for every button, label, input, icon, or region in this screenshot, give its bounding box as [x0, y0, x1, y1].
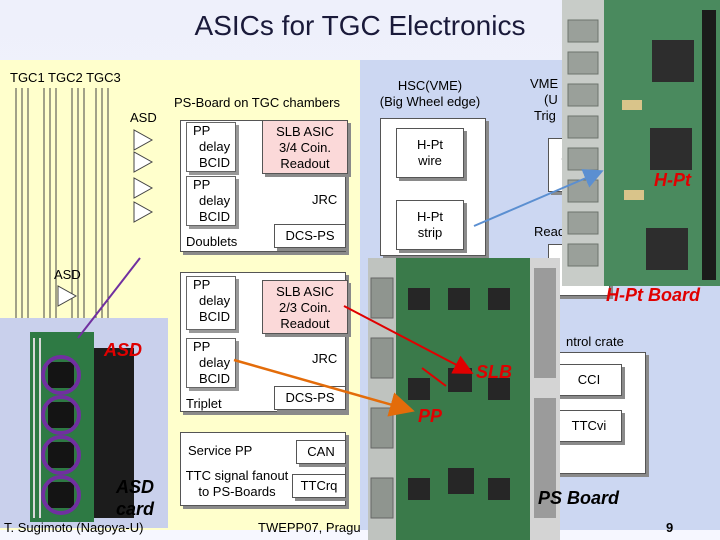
doublet-slb-line1: SLB ASIC [276, 124, 334, 139]
triplet-slb-line3: Readout [280, 316, 330, 331]
hpt-board-label: H-Pt Board [606, 285, 700, 305]
hpt-strip-line2: strip [417, 225, 443, 240]
cci-label: CCI [577, 372, 601, 387]
triplet-pp2-bcid: BCID [199, 371, 231, 386]
doublet-dcs: DCS-PS [285, 228, 335, 243]
ttcvi-label: TTCvi [571, 418, 607, 433]
service-ttcrq: TTCrq [300, 478, 338, 493]
slb-chip-arrow [421, 367, 447, 387]
asd-photo-label: ASD [104, 340, 143, 360]
doublet-group-label: Doublets [186, 234, 238, 249]
footer-conference: TWEPP07, Pragu [258, 520, 361, 535]
cci-box: CCI [556, 364, 622, 396]
triplet-pp-bcid: BCID [199, 309, 231, 324]
psboard-title: PS-Board on TGC chambers [174, 95, 340, 110]
asd-card-photo [0, 318, 168, 528]
hpt-board-photo [562, 0, 720, 286]
asd-card-label: ASD card [116, 477, 155, 519]
service-ttc-fanout-line1: TTC signal fanout [185, 468, 289, 483]
hpt-wire-box: H-Pt wire [396, 128, 464, 178]
footer-author: T. Sugimoto (Nagoya-U) [4, 520, 144, 535]
doublet-pp-delay: delay [199, 139, 231, 154]
doublet-pp2-delay: delay [199, 193, 231, 208]
footer-page-number: 9 [666, 520, 674, 535]
vme-title-line2: (U [544, 92, 558, 107]
service-can-box: CAN [296, 440, 346, 464]
doublet-pp-title: PP [193, 123, 211, 138]
doublet-pp2-box: PP delay BCID [186, 176, 236, 226]
pp-arrow [233, 358, 415, 417]
triplet-jrc: JRC [312, 351, 338, 366]
asd-triangles-lower [57, 285, 78, 307]
vme-title-line3: Trig [534, 108, 556, 123]
hsc-title-line1: HSC(VME) [397, 78, 463, 93]
hpt-board-graphic [562, 0, 720, 286]
service-pp-title: Service PP [188, 443, 253, 458]
triplet-pp-title: PP [193, 277, 211, 292]
ps-board-label: PS Board [538, 488, 620, 508]
triplet-dcs-box: DCS-PS [274, 386, 346, 410]
control-crate-label: ntrol crate [566, 334, 624, 349]
service-ttcrq-box: TTCrq [292, 474, 346, 498]
triplet-pp-box: PP delay BCID [186, 276, 236, 330]
slb-label: SLB [476, 362, 512, 382]
service-ttc-fanout: TTC signal fanout to PS-Boards [180, 468, 294, 500]
doublet-jrc: JRC [312, 192, 338, 207]
slb-arrow [343, 305, 474, 374]
service-ttc-fanout-line2: to PS-Boards [198, 484, 276, 499]
chamber-wires [15, 88, 109, 328]
hsc-title: HSC(VME) (Big Wheel edge) [372, 78, 488, 110]
doublet-pp-bcid: BCID [199, 155, 231, 170]
service-can: CAN [307, 444, 335, 459]
vme-read-label: Read [534, 224, 566, 239]
triplet-slb-asic: SLB ASIC 2/3 Coin. Readout [262, 280, 348, 334]
doublet-slb-asic: SLB ASIC 3/4 Coin. Readout [262, 120, 348, 174]
triplet-pp2-delay: delay [199, 355, 231, 370]
triplet-dcs: DCS-PS [285, 390, 335, 405]
triplet-pp2-box: PP delay BCID [186, 338, 236, 388]
asd-label-upper: ASD [130, 110, 157, 125]
hpt-arrow [473, 169, 604, 227]
hsc-title-line2: (Big Wheel edge) [379, 94, 481, 109]
triplet-slb-line2: 2/3 Coin. [278, 300, 332, 315]
asd-triangles-upper [133, 129, 154, 223]
triplet-pp-delay: delay [199, 293, 231, 308]
doublet-pp2-bcid: BCID [199, 209, 231, 224]
pp-label: PP [418, 406, 443, 426]
doublet-dcs-box: DCS-PS [274, 224, 346, 248]
vme-title: VME (U Trig [530, 76, 558, 124]
asd-arrow [77, 257, 141, 339]
vme-title-line1: VME [530, 76, 559, 91]
triplet-slb-line1: SLB ASIC [276, 284, 334, 299]
doublet-slb-line2: 3/4 Coin. [278, 140, 332, 155]
doublet-pp2-title: PP [193, 177, 211, 192]
doublet-pp-box: PP delay BCID [186, 122, 236, 172]
hpt-strip-line1: H-Pt [417, 209, 443, 224]
chambers-label: TGC1 TGC2 TGC3 [10, 70, 121, 85]
triplet-group-label: Triplet [186, 396, 222, 411]
hpt-strip-box: H-Pt strip [396, 200, 464, 250]
asd-label-lower: ASD [54, 267, 81, 282]
hpt-wire-line2: wire [418, 153, 442, 168]
doublet-slb-line3: Readout [280, 156, 330, 171]
triplet-pp2-title: PP [193, 339, 211, 354]
slide-title: ASICs for TGC Electronics [194, 10, 526, 41]
hpt-wire-line1: H-Pt [417, 137, 443, 152]
hpt-small-label: H-Pt [654, 170, 691, 190]
asd-card-graphic [0, 318, 168, 528]
